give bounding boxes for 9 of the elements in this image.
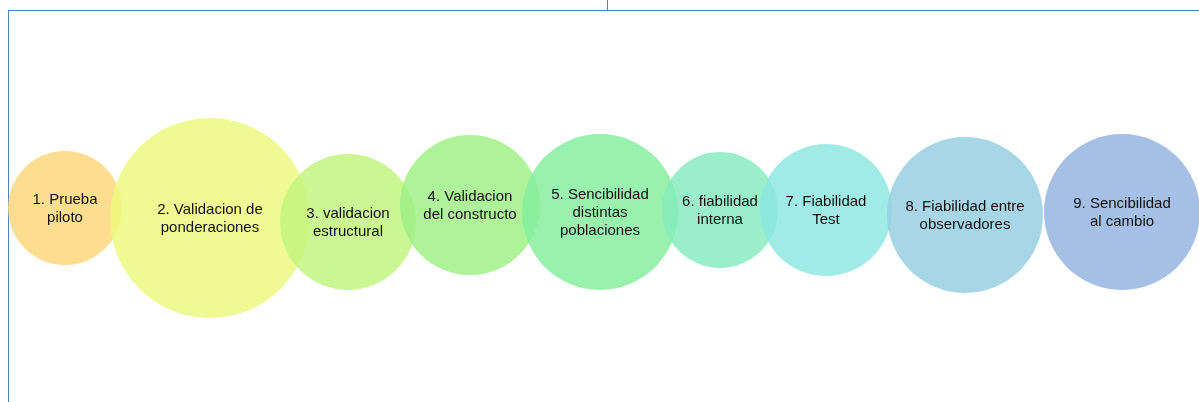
step-label: 1. Prueba piloto — [31, 190, 99, 226]
step-label: 3. validacion estructural — [305, 204, 391, 240]
step-label: 2. Validacion de ponderaciones — [156, 200, 264, 236]
step-label: 7. Fiabilidad Test — [784, 192, 868, 228]
step-label: 4. Validacion del constructo — [422, 187, 518, 223]
step-label: 8. Fiabilidad entre observadores — [905, 197, 1025, 233]
step-label: 6. fiabilidad interna — [681, 192, 759, 228]
step-label: 9. Sencibilidad al cambio — [1072, 194, 1172, 230]
step-label: 5. Sencibilidad distintas poblaciones — [550, 185, 650, 239]
